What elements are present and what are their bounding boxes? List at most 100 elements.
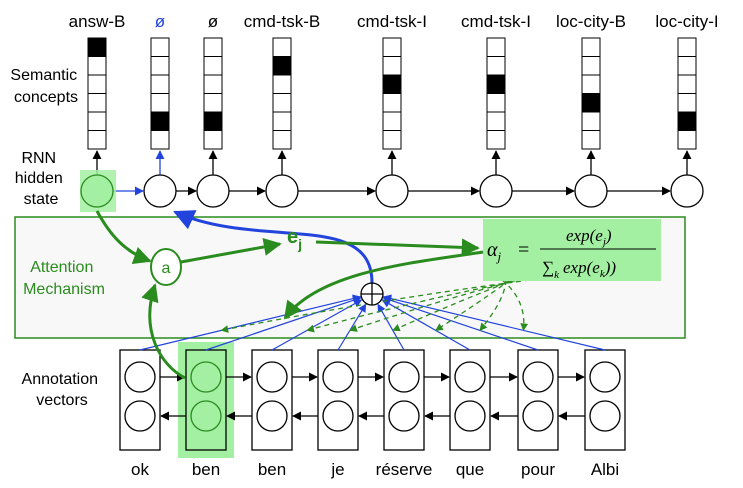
semantic-cell bbox=[677, 93, 697, 113]
semantic-columns bbox=[87, 37, 697, 175]
alpha-formula-box bbox=[483, 219, 661, 281]
rnn-to-a-arrow bbox=[95, 210, 152, 264]
semantic-cell bbox=[677, 56, 697, 76]
semantic-concept-label: cmd-tsk-I bbox=[357, 12, 427, 31]
attention-weight-line bbox=[435, 279, 511, 331]
semantic-cell bbox=[150, 56, 170, 76]
attention-mechanism-title: Attention Mechanism bbox=[23, 259, 105, 298]
semantic-column bbox=[677, 37, 697, 175]
semantic-cell bbox=[581, 37, 601, 57]
semantic-cell bbox=[486, 56, 506, 76]
input-word: ok bbox=[131, 460, 149, 479]
semantic-cell bbox=[87, 37, 107, 57]
annotation-state bbox=[388, 400, 420, 432]
annotation-column bbox=[517, 349, 559, 451]
semantic-column bbox=[486, 37, 506, 175]
semantic-cell bbox=[486, 93, 506, 113]
rnn-hidden-state-label: RNN hidden state bbox=[15, 150, 68, 208]
annotation-to-sum-line bbox=[377, 303, 405, 351]
semantic-column bbox=[581, 37, 601, 175]
a-node-label: a bbox=[162, 260, 171, 277]
annotation-state bbox=[388, 361, 420, 393]
semantic-cell bbox=[272, 56, 292, 76]
semantic-cell bbox=[677, 111, 697, 131]
annotation-state bbox=[190, 400, 222, 432]
semantic-column bbox=[87, 37, 107, 175]
annotation-column bbox=[584, 349, 626, 451]
e-j-label: ej bbox=[287, 226, 302, 252]
annotation-column bbox=[449, 349, 491, 451]
annotation-state bbox=[124, 361, 156, 393]
semantic-cell bbox=[150, 37, 170, 57]
annotation-to-sum-line bbox=[382, 294, 606, 351]
semantic-cell bbox=[203, 37, 223, 57]
attention-weight-line bbox=[501, 279, 529, 332]
annotation-highlight bbox=[178, 342, 234, 458]
annotation-to-sum-line bbox=[205, 296, 362, 351]
semantic-cell bbox=[677, 130, 697, 150]
semantic-cell bbox=[150, 130, 170, 150]
alpha-symbol: αj bbox=[487, 239, 502, 264]
rnn-hidden-state bbox=[670, 174, 704, 208]
semantic-cell bbox=[486, 74, 506, 94]
annotation-column bbox=[251, 349, 293, 451]
input-word: ben bbox=[258, 460, 286, 479]
semantic-cell bbox=[581, 93, 601, 113]
annotation-state bbox=[322, 400, 354, 432]
annotation-state bbox=[124, 400, 156, 432]
rnn-hidden-state bbox=[479, 174, 513, 208]
semantic-cell bbox=[382, 56, 402, 76]
context-to-rnn-arrow bbox=[173, 210, 374, 284]
rnn-hidden-state bbox=[375, 174, 409, 208]
e-to-alpha-arrow bbox=[315, 238, 480, 257]
semantic-concept-label: loc-city-B bbox=[556, 12, 626, 31]
a-node bbox=[150, 248, 182, 286]
formula-numerator: exp(ej) bbox=[566, 226, 612, 248]
attention-lines bbox=[139, 279, 606, 351]
semantic-concept-label: answ-B bbox=[69, 12, 126, 31]
annotation-state bbox=[322, 361, 354, 393]
semantic-cell bbox=[382, 74, 402, 94]
semantic-cell bbox=[272, 37, 292, 57]
semantic-cell bbox=[87, 56, 107, 76]
semantic-cell bbox=[382, 111, 402, 131]
annotation-column bbox=[119, 349, 161, 451]
semantic-cell bbox=[203, 111, 223, 131]
semantic-column bbox=[382, 37, 402, 175]
semantic-concept-label: cmd-tsk-I bbox=[461, 12, 531, 31]
semantic-cell bbox=[272, 130, 292, 150]
input-word: ben bbox=[192, 460, 220, 479]
semantic-cell bbox=[486, 111, 506, 131]
annotation-state bbox=[522, 400, 554, 432]
equals-sign: = bbox=[518, 239, 529, 261]
semantic-cell bbox=[203, 56, 223, 76]
semantic-cell bbox=[87, 130, 107, 150]
semantic-cell bbox=[87, 74, 107, 94]
semantic-cell bbox=[581, 111, 601, 131]
rnn-hidden-state bbox=[80, 174, 114, 208]
annotation-state bbox=[256, 361, 288, 393]
semantic-cell bbox=[272, 74, 292, 94]
semantic-concept-label: loc-city-I bbox=[655, 12, 718, 31]
semantic-cell bbox=[150, 93, 170, 113]
rnn-hidden-state bbox=[196, 174, 230, 208]
rnn-hidden-states bbox=[80, 174, 704, 208]
semantic-cell bbox=[203, 74, 223, 94]
semantic-column bbox=[203, 37, 223, 175]
semantic-concepts-label: Semantic concepts bbox=[10, 67, 81, 106]
a-to-alpha-arrow bbox=[180, 238, 282, 264]
semantic-cell bbox=[677, 37, 697, 57]
semantic-cell bbox=[486, 37, 506, 57]
semantic-cell bbox=[581, 130, 601, 150]
semantic-cell bbox=[150, 74, 170, 94]
semantic-cell bbox=[677, 74, 697, 94]
semantic-cell bbox=[203, 130, 223, 150]
alpha-to-annotation-arrow bbox=[283, 250, 484, 320]
input-word: je bbox=[330, 460, 344, 479]
annotation-column bbox=[383, 349, 425, 451]
annotation-state bbox=[256, 400, 288, 432]
rnn-hidden-state bbox=[574, 174, 608, 208]
semantic-concept-label: cmd-tsk-B bbox=[244, 12, 321, 31]
